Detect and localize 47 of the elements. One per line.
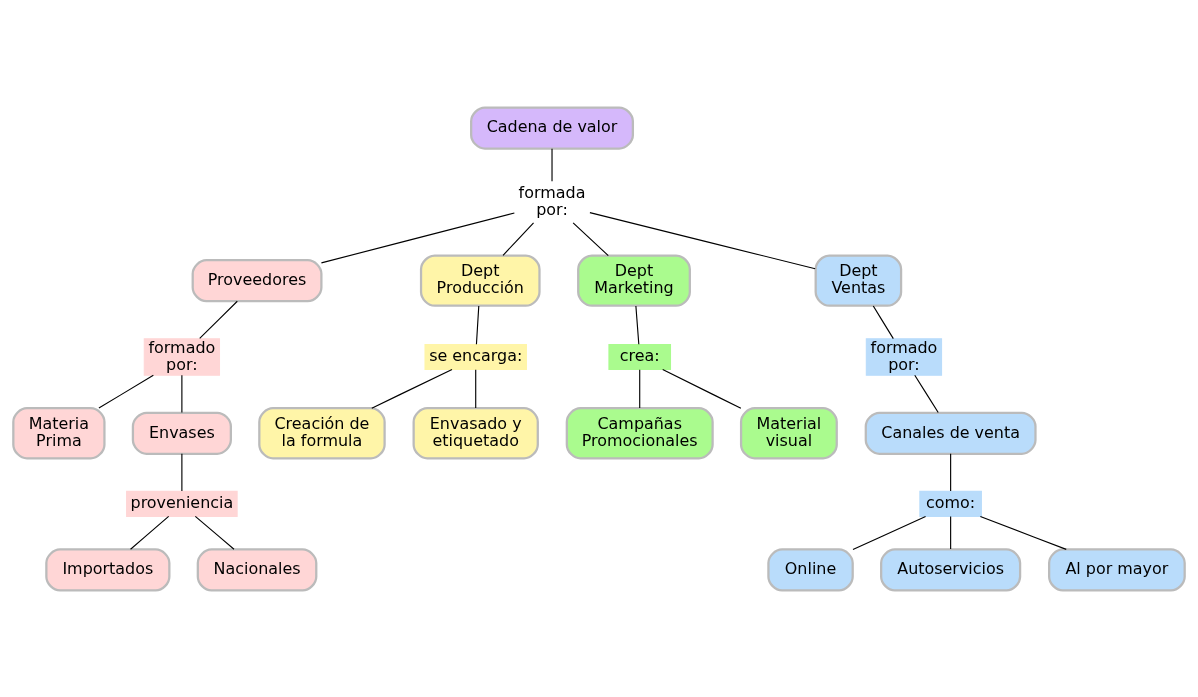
- node-text: formada por:: [518, 182, 586, 219]
- connector: [551, 147, 553, 182]
- connector: [199, 300, 238, 339]
- connector: [181, 452, 183, 492]
- node-box: proveniencia: [126, 490, 238, 517]
- node-box: Al por mayor: [1048, 547, 1186, 592]
- node-box: Cadena de valor: [470, 105, 634, 150]
- connector: [181, 374, 183, 413]
- node-box: Envases: [131, 411, 232, 455]
- connector: [475, 304, 480, 345]
- node-box: Dept Producción: [419, 253, 541, 307]
- node-box: Material visual: [739, 406, 838, 459]
- connector: [914, 374, 939, 413]
- node-box: Dept Marketing: [577, 253, 691, 307]
- node-box: formado por:: [865, 337, 943, 376]
- connector: [98, 374, 154, 409]
- node-box: Materia Prima: [12, 406, 106, 459]
- connector: [979, 515, 1067, 550]
- connector: [639, 368, 641, 409]
- connector: [194, 515, 235, 550]
- connector: [130, 515, 170, 550]
- node-box: Envasado y etiquetado: [412, 406, 539, 459]
- connector: [589, 211, 816, 269]
- connector: [852, 515, 927, 550]
- connector: [371, 368, 453, 409]
- node-box: formado por:: [143, 337, 221, 376]
- connector: [635, 304, 640, 345]
- node-box: Campañas Promocionales: [565, 406, 714, 459]
- connector: [950, 515, 952, 550]
- node-box: Autoservicios: [880, 547, 1022, 592]
- node-box: crea:: [608, 343, 672, 370]
- node-box: Nacionales: [196, 547, 318, 592]
- node-box: como:: [919, 490, 982, 517]
- node-box: Creación de la formula: [258, 406, 386, 459]
- node-box: Importados: [45, 547, 171, 592]
- connector: [872, 304, 894, 339]
- connector: [950, 452, 952, 492]
- node-box: Canales de venta: [864, 411, 1037, 455]
- node-box: se encarga:: [424, 343, 527, 370]
- node-box: Dept Ventas: [814, 253, 903, 307]
- node-box: Online: [767, 547, 854, 592]
- connector: [662, 368, 742, 409]
- connector: [502, 221, 535, 256]
- connector: [572, 221, 609, 256]
- node-box: Proveedores: [191, 258, 323, 302]
- connector: [320, 211, 515, 263]
- connector: [475, 368, 477, 409]
